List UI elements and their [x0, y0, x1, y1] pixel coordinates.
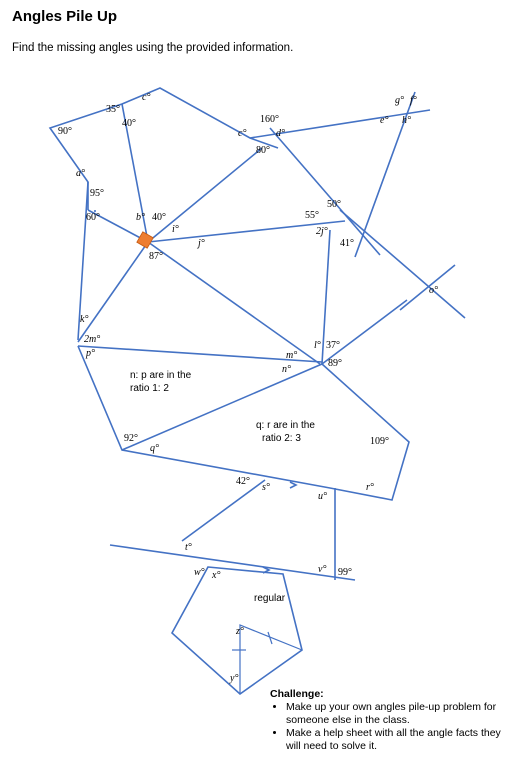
line-92-to-89	[121, 363, 323, 451]
label-q: q°	[150, 443, 159, 454]
label-95: 95°	[90, 188, 104, 199]
label-z: z°	[235, 626, 244, 637]
label-k: k°	[80, 314, 88, 325]
arrow-1	[289, 481, 298, 489]
lower-quad	[77, 345, 410, 501]
line-o	[399, 264, 456, 311]
label-t: t°	[185, 542, 192, 553]
note-np-line2: ratio 1: 2	[130, 383, 169, 394]
label-j: j°	[196, 238, 205, 249]
line-40-top	[121, 103, 149, 243]
label-m: m°	[286, 350, 297, 361]
line-to-80	[147, 147, 263, 243]
label-o: o°	[429, 285, 438, 296]
label-160: 160°	[260, 114, 279, 125]
line-e-f	[354, 91, 416, 258]
diagram-notes: n: p are in the ratio 1: 2 q: r are in t…	[130, 370, 315, 604]
challenge-item: Make a help sheet with all the angle fac…	[286, 727, 506, 753]
page-title: Angles Pile Up	[12, 8, 118, 25]
label-r: r°	[366, 482, 374, 493]
line-87-down	[77, 241, 149, 343]
label-2m: 2m°	[84, 334, 100, 345]
label-60: 60°	[86, 212, 100, 223]
line-j	[147, 220, 346, 243]
long-diagonal	[339, 209, 466, 319]
instructions: Find the missing angles using the provid…	[12, 42, 294, 54]
label-h: h°	[402, 115, 411, 126]
label-35: 35°	[106, 104, 120, 115]
label-e: e°	[380, 115, 388, 126]
label-d: d°	[276, 128, 285, 139]
right-angle-marker	[136, 231, 154, 249]
line-l-37	[321, 229, 331, 365]
top-right-line	[249, 109, 431, 139]
diagram-lines	[48, 87, 466, 696]
line-87-to-m	[147, 241, 321, 365]
label-89: 89°	[328, 358, 342, 369]
label-92: 92°	[124, 433, 138, 444]
label-v: v°	[318, 564, 326, 575]
label-g: g°	[395, 95, 404, 106]
line-37-up	[321, 299, 408, 365]
label-p: p°	[85, 348, 95, 359]
label-n: n°	[282, 364, 291, 375]
label-41: 41°	[340, 238, 354, 249]
line-95-60	[87, 209, 149, 243]
label-f: f°	[410, 95, 417, 106]
parallel-line	[109, 544, 356, 581]
label-c-mid: c°	[238, 128, 246, 139]
label-2j: 2j°	[316, 226, 328, 237]
label-55: 55°	[305, 210, 319, 221]
note-qr-line1: q: r are in the	[256, 420, 315, 431]
line-t	[181, 479, 266, 542]
regular-pentagon	[170, 566, 303, 696]
challenge-item: Make up your own angles pile-up problem …	[286, 701, 506, 727]
challenge-list: Make up your own angles pile-up problem …	[270, 701, 506, 753]
line-d-to-right	[269, 127, 381, 256]
arrow-2	[262, 566, 271, 574]
label-37: 37°	[326, 340, 340, 351]
label-y: y°	[229, 673, 238, 684]
label-80: 80°	[256, 145, 270, 156]
label-40-top: 40°	[122, 118, 136, 129]
label-s: s°	[262, 482, 270, 493]
label-l: l°	[314, 340, 321, 351]
label-87: 87°	[149, 251, 163, 262]
label-a: a°	[76, 168, 85, 179]
note-regular: regular	[254, 593, 286, 604]
label-42: 42°	[236, 476, 250, 487]
label-b: b°	[136, 212, 145, 223]
tick-2	[267, 631, 273, 645]
angle-labels: 35° 40° c° 90° 160° c° d° 80° g° f° e° h…	[58, 92, 438, 684]
note-qr-line2: ratio 2: 3	[262, 433, 301, 444]
label-99: 99°	[338, 567, 352, 578]
line-2m-n	[77, 345, 323, 363]
label-i: i°	[172, 224, 179, 235]
label-90: 90°	[58, 126, 72, 137]
label-c-top: c°	[142, 92, 150, 103]
label-u: u°	[318, 491, 327, 502]
label-w: w°	[194, 567, 205, 578]
pentagon-triangle	[239, 624, 303, 694]
label-50: 50°	[327, 199, 341, 210]
challenge-box: Challenge: Make up your own angles pile-…	[270, 688, 506, 753]
label-x: x°	[211, 570, 220, 581]
note-np-line1: n: p are in the	[130, 370, 192, 381]
challenge-heading: Challenge:	[270, 688, 324, 700]
label-109: 109°	[370, 436, 389, 447]
label-40-mid: 40°	[152, 212, 166, 223]
